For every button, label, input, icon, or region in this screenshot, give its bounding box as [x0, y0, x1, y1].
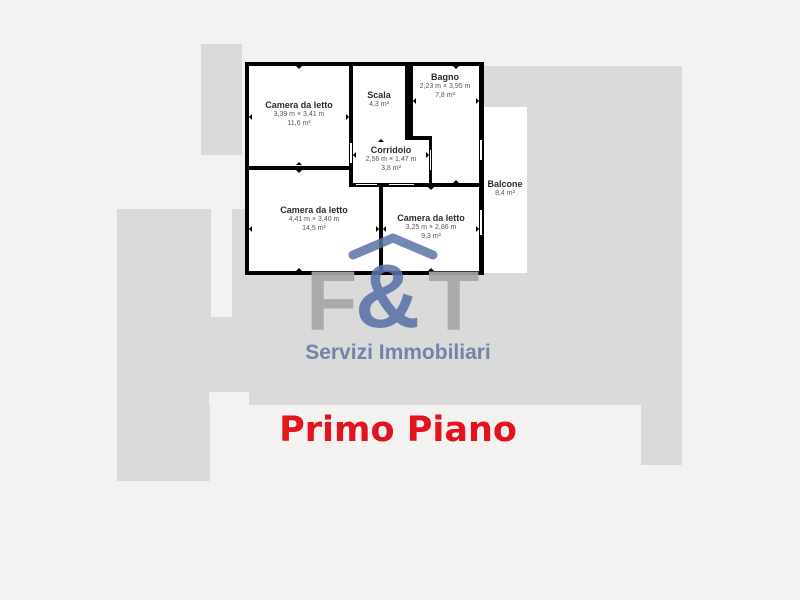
wall-bottom-divider	[379, 183, 383, 275]
room-bedroom-3: Camera da letto 3,25 m × 2,86 m 9,3 m²	[383, 213, 479, 242]
marker-icon	[376, 226, 379, 232]
marker-icon	[296, 170, 302, 173]
marker-icon	[428, 268, 434, 271]
window-room3	[480, 210, 482, 235]
marker-icon	[378, 139, 384, 142]
marker-icon	[453, 180, 459, 183]
door-corridor-bagno	[430, 150, 431, 170]
room-dimensions: 2,56 m × 1,47 m	[365, 156, 417, 164]
room-name: Bagno	[431, 72, 459, 82]
room-bedroom-1: Camera da letto 3,39 m × 3,41 m 11,6 m²	[249, 100, 349, 129]
wall-outer-right	[479, 62, 484, 275]
room-area: 11,6 m²	[287, 120, 311, 127]
marker-icon	[413, 98, 416, 104]
wall-corridor-bottom	[349, 183, 484, 187]
marker-icon	[296, 268, 302, 271]
marker-icon	[426, 152, 429, 158]
wall-room1-right	[349, 62, 353, 187]
marker-icon	[476, 226, 479, 232]
wall-outer-bottom	[245, 271, 484, 275]
balcony-area	[483, 107, 527, 273]
room-name: Camera da letto	[265, 100, 333, 110]
logo-tagline: Servizi Immobiliari	[305, 341, 491, 364]
room-name: Balcone	[487, 179, 523, 189]
marker-icon	[296, 162, 302, 165]
marker-icon	[428, 187, 434, 190]
marker-icon	[346, 114, 349, 120]
room-area: 3,8 m²	[381, 165, 401, 172]
marker-icon	[476, 98, 479, 104]
room-dimensions: 4,41 m × 3,40 m	[288, 216, 340, 224]
logo-ampersand: &	[355, 247, 420, 347]
room-dimensions: 2,23 m × 3,95 m	[419, 83, 471, 91]
room-balcony: Balcone 8,4 m²	[483, 179, 527, 199]
door-corridor-room3	[389, 184, 414, 185]
room-name: Camera da letto	[280, 205, 348, 215]
room-area: 14,5 m²	[302, 225, 326, 232]
room-name: Corridoio	[370, 145, 412, 155]
room-bedroom-2: Camera da letto 4,41 m × 3,40 m 14,5 m²	[249, 205, 379, 234]
room-dimensions: 3,39 m × 3,41 m	[273, 111, 325, 119]
wall-outer-top	[245, 62, 484, 66]
room-area: 9,3 m²	[421, 233, 441, 240]
footprint-notch	[211, 209, 232, 317]
room-stairs: Scala 4,3 m²	[353, 90, 405, 110]
window-bagno	[480, 140, 482, 160]
wall-corridor-top-right	[405, 136, 432, 140]
door-room1-corridor	[350, 143, 352, 163]
marker-icon	[249, 114, 252, 120]
marker-icon	[249, 226, 252, 232]
room-name: Camera da letto	[397, 213, 465, 223]
marker-icon	[353, 152, 356, 158]
door-corridor-room2	[356, 184, 377, 185]
floor-title: Primo Piano	[279, 410, 517, 450]
room-corridor: Corridoio 2,56 m × 1,47 m 3,8 m²	[355, 145, 427, 174]
marker-icon	[383, 226, 386, 232]
footprint-cutout-bottom	[209, 392, 249, 405]
wall-scala-right	[405, 62, 413, 140]
room-bathroom: Bagno 2,23 m × 3,95 m 7,8 m²	[410, 72, 480, 101]
roof-chevron-icon	[348, 233, 438, 260]
marker-icon	[453, 66, 459, 69]
wall-room1-bottom	[245, 166, 353, 170]
logo-letter-f: F	[306, 254, 358, 348]
logo-letter-t: T	[428, 254, 480, 348]
room-dimensions: 3,25 m × 2,86 m	[405, 224, 457, 232]
marker-icon	[296, 66, 302, 69]
footprint-block-right-leg	[641, 400, 682, 465]
footprint-block-top-left	[201, 44, 242, 155]
footprint-block-left	[117, 209, 210, 481]
room-name: Scala	[367, 90, 391, 100]
room-area: 7,8 m²	[435, 92, 455, 99]
room-area: 4,3 m²	[369, 101, 389, 109]
room-area: 8,4 m²	[495, 190, 515, 198]
